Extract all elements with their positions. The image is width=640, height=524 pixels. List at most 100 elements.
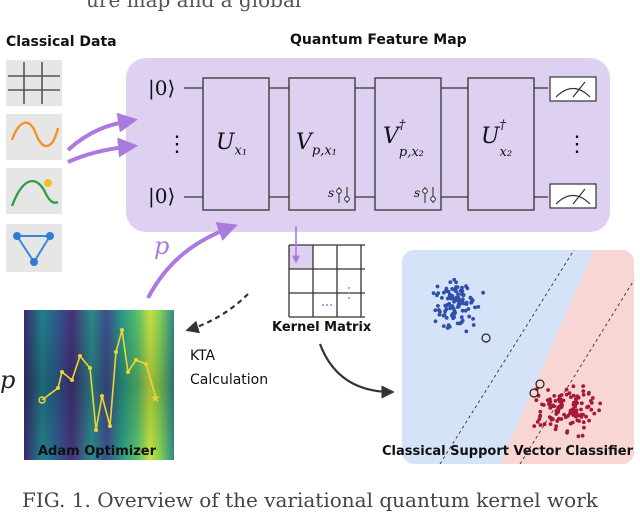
svc-point — [444, 307, 449, 312]
svc-point — [573, 404, 578, 409]
svc-point — [443, 289, 448, 294]
svc-arrow — [318, 343, 395, 399]
input-arrows — [66, 112, 238, 299]
svc-point — [481, 290, 485, 295]
svc-point — [471, 323, 476, 327]
svc-point — [570, 410, 575, 414]
svc-point — [451, 287, 456, 292]
svc-point — [553, 399, 558, 403]
gate-label-3: V†p,x₂ — [383, 118, 424, 161]
svc-point — [571, 393, 576, 398]
grid-icon — [6, 60, 62, 106]
svc-point — [452, 311, 457, 316]
svc-point — [436, 304, 440, 308]
svc-point — [454, 280, 458, 285]
ket-top: |0⟩ — [148, 76, 176, 100]
svc-point — [581, 420, 586, 425]
svc-point — [438, 309, 442, 314]
gate-boxes — [202, 77, 535, 211]
svc-point — [546, 388, 550, 392]
vdots-left: ⋮ — [166, 132, 188, 157]
classical-data-icons — [6, 60, 62, 272]
vdots-right: ⋮ — [566, 132, 588, 157]
svc-point — [459, 315, 464, 320]
svc-point — [456, 302, 461, 307]
svc-point — [554, 424, 559, 428]
svc-point — [470, 298, 475, 303]
svc-point — [464, 302, 469, 306]
svc-point — [456, 292, 460, 297]
svc-point — [538, 423, 543, 427]
svc-point — [564, 392, 569, 397]
svc-point — [447, 302, 451, 307]
svc-point — [551, 417, 555, 421]
svc-point — [589, 407, 594, 412]
gate-label-1: Ux₁ — [216, 130, 248, 159]
svc-point — [538, 409, 543, 414]
svc-point — [567, 391, 572, 396]
svc-point — [435, 284, 440, 289]
svc-point — [451, 307, 456, 311]
svc-point — [582, 425, 586, 430]
svc-point — [458, 289, 463, 293]
gate-v-p-x1 — [288, 77, 356, 211]
svc-point — [557, 416, 561, 421]
svc-point — [548, 422, 553, 426]
gate-label-4: U†x₂ — [481, 118, 513, 161]
svc-point — [579, 413, 583, 418]
svc-point — [571, 384, 576, 389]
svc-point — [464, 284, 468, 289]
svc-plot — [402, 250, 634, 464]
svc-point — [463, 308, 468, 313]
svc-point — [460, 285, 464, 290]
svc-point — [535, 420, 540, 424]
svc-point — [575, 401, 579, 405]
svc-label: Classical Support Vector Classifier — [382, 444, 633, 459]
measurement-icons — [549, 76, 597, 209]
svc-point — [590, 396, 595, 400]
svc-point — [579, 407, 583, 412]
svc-point — [460, 318, 465, 323]
gate-u-dagger-x2 — [467, 77, 535, 211]
svc-point — [433, 319, 438, 324]
svc-point — [468, 295, 473, 300]
svc-point — [433, 308, 438, 313]
adam-label: Adam Optimizer — [38, 444, 157, 459]
svc-point — [460, 292, 464, 297]
svc-point — [447, 324, 452, 329]
svc-point — [584, 414, 588, 419]
svc-point — [437, 312, 442, 317]
svc-point — [576, 434, 581, 439]
orange-wave-icon — [6, 114, 62, 160]
kernel-matrix-icon — [288, 244, 365, 318]
kta-label-2: Calculation — [190, 372, 269, 388]
svc-point — [459, 298, 464, 303]
svc-point — [436, 291, 441, 295]
svc-point — [458, 321, 462, 326]
svc-point — [451, 296, 455, 301]
svc-point — [441, 324, 446, 328]
param-p-upper: p — [154, 232, 170, 260]
kta-label-1: KTA — [190, 348, 216, 364]
svc-point — [537, 417, 542, 421]
svc-point — [586, 404, 591, 409]
param-p-left: p — [0, 366, 16, 394]
svc-point — [445, 296, 450, 301]
svc-point — [564, 387, 569, 392]
kernel-matrix-label: Kernel Matrix — [272, 320, 372, 335]
svg-text:★: ★ — [150, 391, 161, 405]
svc-point — [443, 303, 448, 308]
gate-u-x1 — [202, 77, 270, 211]
svc-point — [547, 402, 551, 406]
svc-point — [556, 410, 560, 414]
svc-point — [431, 291, 436, 295]
svc-point — [561, 398, 566, 403]
s-mark-1: s — [328, 186, 335, 200]
svc-point — [574, 397, 578, 402]
svc-point — [589, 401, 594, 405]
svc-point — [568, 421, 573, 426]
svc-point — [542, 422, 547, 427]
svc-point — [547, 415, 552, 419]
svc-point — [448, 280, 453, 284]
